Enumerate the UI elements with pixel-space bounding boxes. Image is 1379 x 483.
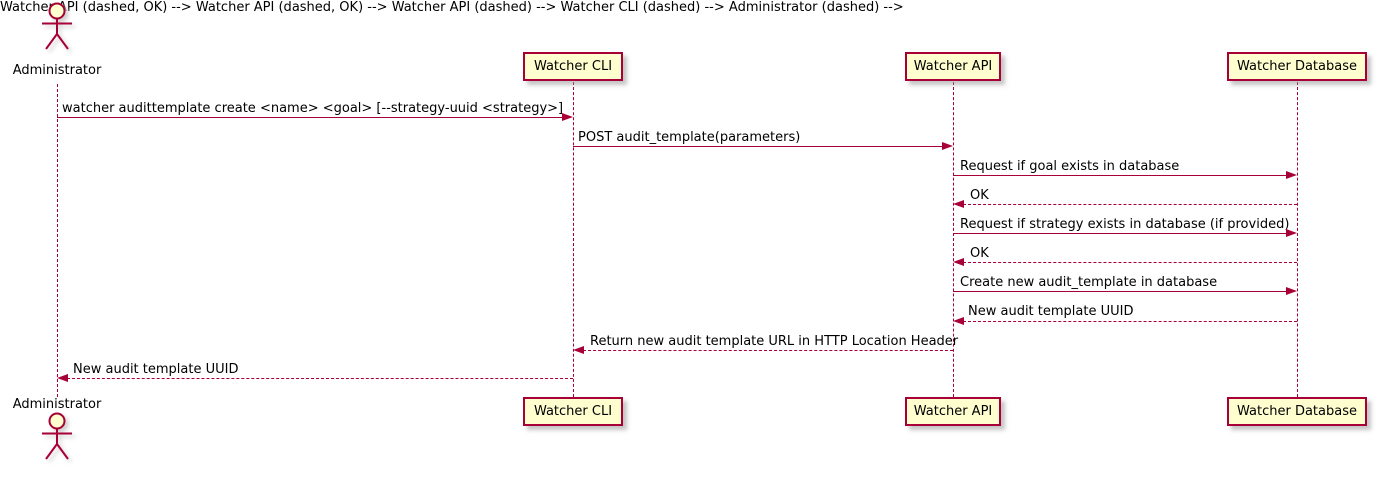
- arrowhead-left-icon: [57, 374, 68, 382]
- message-line: [963, 321, 1297, 322]
- actor-label-administrator-top: Administrator: [12, 63, 102, 78]
- arrowhead-right-icon: [562, 113, 573, 121]
- message-line: [953, 233, 1287, 234]
- lifeline-watcher-api: [953, 82, 954, 397]
- arrowhead-right-icon: [1286, 229, 1297, 237]
- participant-box-watcher-database-bottom: Watcher Database: [1227, 397, 1367, 426]
- actor-label-administrator-bottom: Administrator: [12, 397, 102, 412]
- message-line: [953, 175, 1287, 176]
- arrowhead-right-icon: [1286, 287, 1297, 295]
- actor-icon-administrator-top: [42, 2, 72, 50]
- participant-box-watcher-database-top: Watcher Database: [1227, 52, 1367, 81]
- arrowhead-left-icon: [953, 317, 964, 325]
- message-line: [573, 146, 943, 147]
- message-label: OK: [970, 246, 989, 261]
- message-line: [583, 350, 953, 351]
- arrowhead-left-icon: [953, 200, 964, 208]
- message-label: New audit template UUID: [968, 304, 1134, 319]
- participant-box-watcher-cli-top: Watcher CLI: [523, 52, 623, 81]
- message-label: Create new audit_template in database: [960, 275, 1218, 290]
- message-line: [57, 117, 563, 118]
- message-label: OK: [970, 188, 989, 203]
- participant-box-watcher-api-top: Watcher API: [905, 52, 1001, 81]
- lifeline-watcher-cli: [573, 82, 574, 397]
- arrowhead-right-icon: [942, 142, 953, 150]
- message-label: Request if strategy exists in database (…: [960, 217, 1290, 232]
- message-label: POST audit_template(parameters): [578, 130, 801, 145]
- lifeline-watcher-database: [1297, 82, 1298, 397]
- message-line: [963, 262, 1297, 263]
- message-line: [953, 291, 1287, 292]
- participant-box-watcher-api-bottom: Watcher API: [905, 397, 1001, 426]
- message-line: [963, 204, 1297, 205]
- actor-icon-administrator-bottom: [42, 412, 72, 460]
- arrowhead-left-icon: [953, 258, 964, 266]
- message-label: Return new audit template URL in HTTP Lo…: [590, 334, 959, 349]
- arrowhead-right-icon: [1286, 171, 1297, 179]
- message-label: Request if goal exists in database: [960, 159, 1180, 174]
- lifeline-administrator: [57, 84, 58, 397]
- participant-box-watcher-cli-bottom: Watcher CLI: [523, 397, 623, 426]
- message-line: [67, 378, 573, 379]
- message-label: New audit template UUID: [73, 362, 239, 377]
- message-label: watcher audittemplate create <name> <goa…: [62, 101, 564, 116]
- arrowhead-left-icon: [573, 346, 584, 354]
